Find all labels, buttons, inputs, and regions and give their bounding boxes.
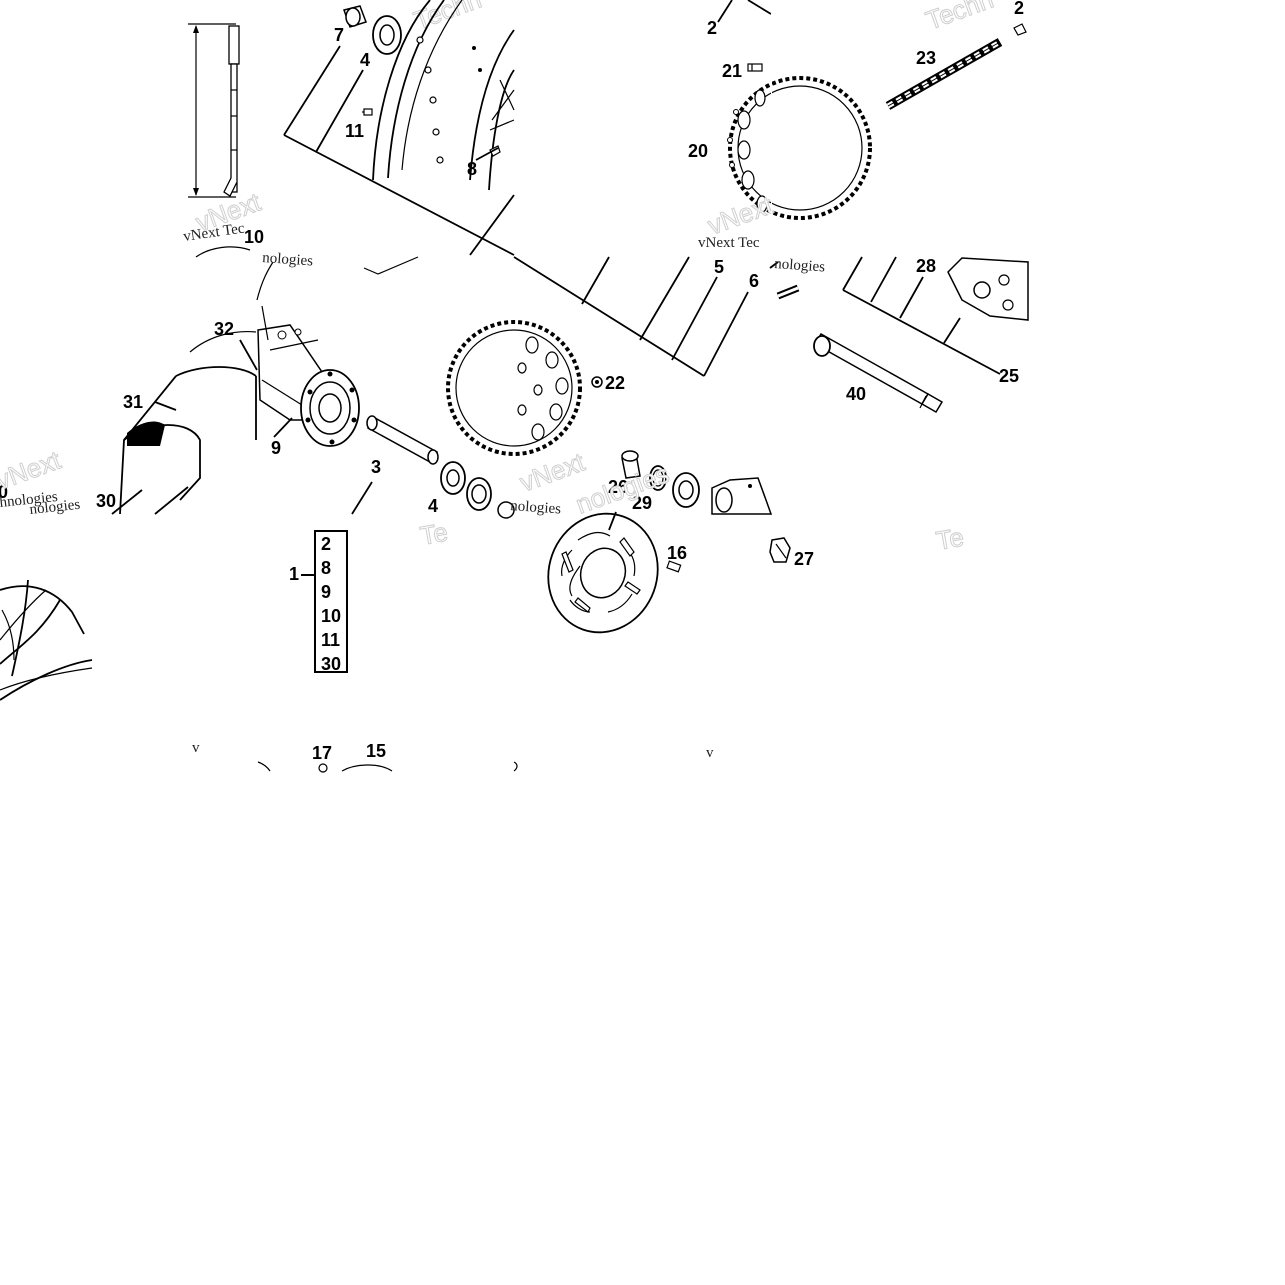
bushing-lower-icon [621, 450, 641, 479]
callout-24: 2 [1014, 0, 1024, 18]
kit-item: 11 [321, 630, 341, 650]
spoke-part-tile: vNext Tec 10 vNext [182, 23, 266, 247]
rim-tile: Techn [283, 0, 515, 256]
watermark-nologies: nologies [262, 250, 314, 270]
callout-26: 26 [608, 477, 628, 497]
callout-11: 11 [345, 121, 364, 141]
callout-40: 40 [846, 384, 866, 404]
spacer-tube-icon [366, 415, 439, 465]
nipple-icon [362, 108, 373, 116]
callout-20: 20 [688, 141, 708, 161]
rim-band-icon [119, 330, 257, 515]
sprocket-upper-tile: 2 21 20 vNext Tec vNext [688, 0, 872, 251]
callout-1: 1 [289, 564, 300, 584]
watermark-v-2: v [706, 745, 714, 761]
callout-32: 32 [214, 319, 234, 339]
callout-22: 22 [605, 373, 625, 393]
rim-icon [372, 0, 515, 191]
brake-disc-tile: nologies 16 v [510, 498, 714, 772]
callout-2: 2 [707, 18, 717, 38]
kit-tile: Te 17 15 [257, 516, 451, 773]
watermark-te: Te [418, 517, 450, 551]
callout-21: 21 [722, 61, 742, 81]
watermark-nologies-2: nologies [29, 497, 81, 518]
callout-25: 25 [999, 366, 1019, 386]
callout-5: 5 [714, 257, 724, 277]
spoke-icon [223, 25, 240, 197]
disc-screw-icon [666, 560, 682, 573]
hub-tile: nologies 32 9 [214, 250, 515, 519]
chain-adjuster-icon [769, 537, 791, 563]
callout-4-lower: 4 [428, 496, 438, 516]
callout-30: 30 [96, 491, 116, 511]
kit-contents-box: 2 8 9 10 11 30 [314, 530, 348, 674]
callout-7: 7 [334, 25, 344, 45]
callout-23: 23 [916, 48, 936, 68]
callout-31: 31 [123, 392, 143, 412]
bushing-icon [343, 5, 367, 28]
sprocket-rear-icon [446, 256, 582, 456]
watermark-xt-ghost: vNext [0, 444, 65, 495]
callout-4-upper: 4 [360, 50, 370, 70]
watermark-nologies-3: nologies [774, 256, 826, 276]
callout-27: 27 [794, 549, 814, 569]
bearing-sprocket-icon [672, 472, 700, 508]
bearing-icon [372, 15, 402, 55]
sprocket-icon [727, 76, 872, 220]
watermark-techn: Techn [410, 0, 485, 36]
tire-tube-tile: 31 30 0 vNext hnologies nologies [0, 246, 257, 518]
watermark-hnologies: hnologies [0, 489, 59, 511]
watermark-vnext-ghost-2: vNext [704, 189, 777, 240]
chain-icon [885, 38, 1003, 110]
callout-6: 6 [749, 271, 759, 291]
callout-8: 8 [467, 159, 477, 179]
tire-tile: v [0, 579, 200, 756]
kit-item: 30 [321, 654, 342, 674]
brake-disc-icon [547, 512, 659, 634]
callout-16: 16 [667, 543, 687, 563]
sprocket-bolt-icon [747, 63, 763, 72]
kit-leader [301, 574, 314, 576]
callout-3: 3 [371, 457, 381, 477]
watermark-gies-ghost: nologies [572, 458, 673, 519]
kit-item: 2 [321, 534, 332, 554]
caliper-carrier-icon [947, 257, 1029, 321]
hub-icon [257, 305, 360, 447]
sprocket-nut-icon [591, 376, 603, 388]
callout-17: 17 [312, 743, 332, 763]
chain-slider-tile: 27 Te [769, 521, 967, 569]
tire-icon [0, 579, 93, 701]
chain-link-icon [769, 261, 800, 300]
sprocket-lower-tile: 5 6 [446, 256, 800, 520]
seal-icon [649, 465, 667, 491]
watermark-nologies-4: nologies [510, 498, 562, 518]
watermark-te-2: Te [934, 522, 966, 556]
kit-item: 10 [321, 606, 342, 626]
callout-28: 28 [916, 256, 936, 276]
callout-29: 29 [632, 493, 652, 513]
callout-10: 10 [244, 227, 264, 247]
callout-15: 15 [366, 741, 386, 761]
kit-item: 9 [321, 582, 332, 602]
axle-icon [813, 332, 944, 414]
watermark-v: v [192, 740, 200, 756]
kit-item: 8 [321, 558, 332, 578]
sprocket-carrier-icon [711, 477, 773, 515]
bearing-lower-icon [440, 461, 515, 519]
callout-10-fragment: 0 [0, 482, 8, 502]
axle-tile: nologies 28 25 40 [774, 256, 1029, 414]
chain-tile: Techn 23 2 [885, 0, 1027, 110]
callout-9: 9 [271, 438, 281, 458]
watermark-techn-2: Techn [922, 0, 997, 36]
watermark-vnext-tec-2: vNext Tec [698, 235, 760, 251]
